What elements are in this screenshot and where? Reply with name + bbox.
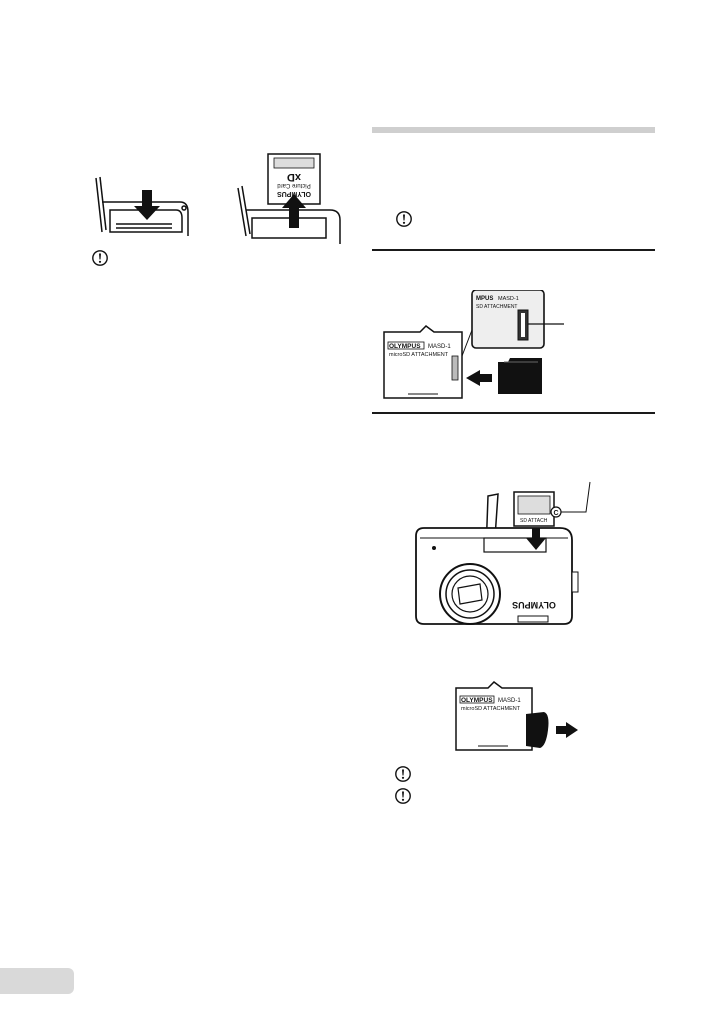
left-arrow-icon [466,370,492,386]
adapter-brand-text: OLYMPUS [389,343,421,350]
down-arrow-icon [134,190,160,220]
card-insert-illustration [95,176,189,236]
adapter-brand-text: OLYMPUS [461,697,493,704]
caution-icon [396,211,412,227]
zoom-model-text: MASD-1 [498,296,519,302]
microsd-adapter: OLYMPUS MASD-1 microSD ATTACHMENT [455,681,533,751]
camera-adapter-insert-illustration: OLYMPUS SD ATTACH C [415,481,591,625]
microsd-card [526,712,549,748]
section-header-bar [372,127,655,133]
caution-icon [395,766,411,782]
camera-card-label-text: SD ATTACH [520,518,548,524]
adapter-sub-text: microSD ATTACHMENT [389,352,449,358]
callout-c-text: C [553,510,558,517]
xd-brand-text: OLYMPUS [277,190,311,197]
adapter-model-text: MASD-1 [498,698,521,704]
xd-logo-subtext: Picture Card [277,182,310,188]
microsd-adapter-remove-illustration: OLYMPUS MASD-1 microSD ATTACHMENT [455,681,578,751]
adapter-zoom-detail: MPUS MASD-1 SD ATTACHMENT [461,290,564,357]
microsd-card [498,358,542,394]
caution-icon [395,788,411,804]
step-divider [372,412,655,414]
right-arrow-icon [556,722,578,738]
adapter-card: SD ATTACH [513,491,555,527]
card-remove-illustration: xD Picture Card OLYMPUS ▼ [237,153,341,244]
down-arrow-icon [526,528,546,550]
adapter-sub-text: microSD ATTACHMENT [461,706,521,712]
camera-brand-text: OLYMPUS [512,600,556,610]
callout-c: C [550,481,591,518]
zoom-sub-text: SD ATTACHMENT [476,304,517,310]
zoom-brand-text: MPUS [476,296,493,302]
microsd-adapter: OLYMPUS MASD-1 microSD ATTACHMENT [383,325,463,399]
step-divider [372,249,655,251]
camera-body: OLYMPUS [415,527,579,625]
adapter-model-text: MASD-1 [428,344,451,350]
caution-icon [92,250,108,266]
microsd-adapter-insert-illustration: OLYMPUS MASD-1 microSD ATTACHMENT MPUS M… [383,290,564,399]
up-arrow-icon [282,194,306,228]
xd-logo-text: xD [287,171,301,183]
xd-card: xD Picture Card OLYMPUS ▼ [267,153,321,205]
page-number-tab [0,968,74,994]
